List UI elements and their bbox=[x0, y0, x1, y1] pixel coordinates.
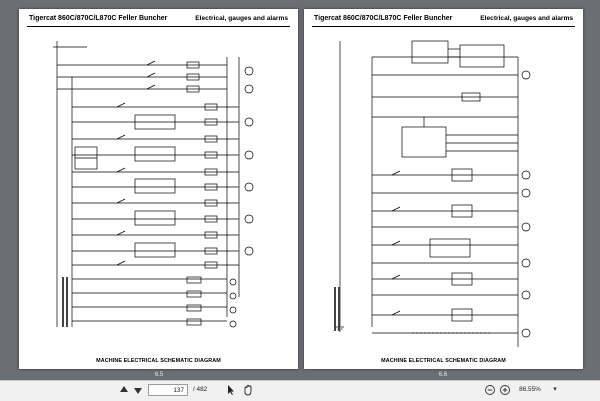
diagram-caption: MACHINE ELECTRICAL SCHEMATIC DIAGRAM bbox=[381, 358, 506, 364]
pointer-icon[interactable] bbox=[225, 384, 237, 396]
page-number-left: 6.5 bbox=[154, 372, 164, 378]
zoom-in-icon[interactable] bbox=[499, 384, 511, 396]
page-section: Electrical, gauges and alarms bbox=[195, 15, 288, 22]
electrical-schematic-left bbox=[53, 41, 254, 328]
pdf-toolbar: 137 / 482 86.55% ▾ bbox=[0, 380, 600, 401]
arrow-up-icon[interactable] bbox=[118, 384, 130, 396]
pdf-page-left: Tigercat 860C/870C/L870C Feller Buncher … bbox=[19, 9, 298, 369]
page-section: Electrical, gauges and alarms bbox=[480, 15, 573, 22]
arrow-down-icon[interactable] bbox=[132, 384, 144, 396]
header-rule bbox=[27, 26, 290, 27]
page-title: Tigercat 860C/870C/L870C Feller Buncher bbox=[29, 15, 168, 22]
page-header: Tigercat 860C/870C/L870C Feller Buncher … bbox=[19, 13, 298, 27]
header-rule bbox=[312, 26, 575, 27]
page-number-right: 6.6 bbox=[438, 372, 448, 378]
page-title: Tigercat 860C/870C/L870C Feller Buncher bbox=[314, 15, 453, 22]
page-header: Tigercat 860C/870C/L870C Feller Buncher … bbox=[304, 13, 583, 27]
page-number-input[interactable]: 137 bbox=[148, 384, 188, 396]
chevron-down-icon[interactable]: ▾ bbox=[553, 386, 557, 393]
zoom-level[interactable]: 86.55% bbox=[519, 386, 541, 393]
zoom-out-icon[interactable] bbox=[484, 384, 496, 396]
diagram-caption: MACHINE ELECTRICAL SCHEMATIC DIAGRAM bbox=[96, 358, 221, 364]
pdf-page-right: Tigercat 860C/870C/L870C Feller Buncher … bbox=[304, 9, 583, 369]
electrical-schematic-right bbox=[334, 40, 531, 347]
hand-icon[interactable] bbox=[242, 384, 254, 396]
total-pages-label: / 482 bbox=[193, 386, 208, 393]
